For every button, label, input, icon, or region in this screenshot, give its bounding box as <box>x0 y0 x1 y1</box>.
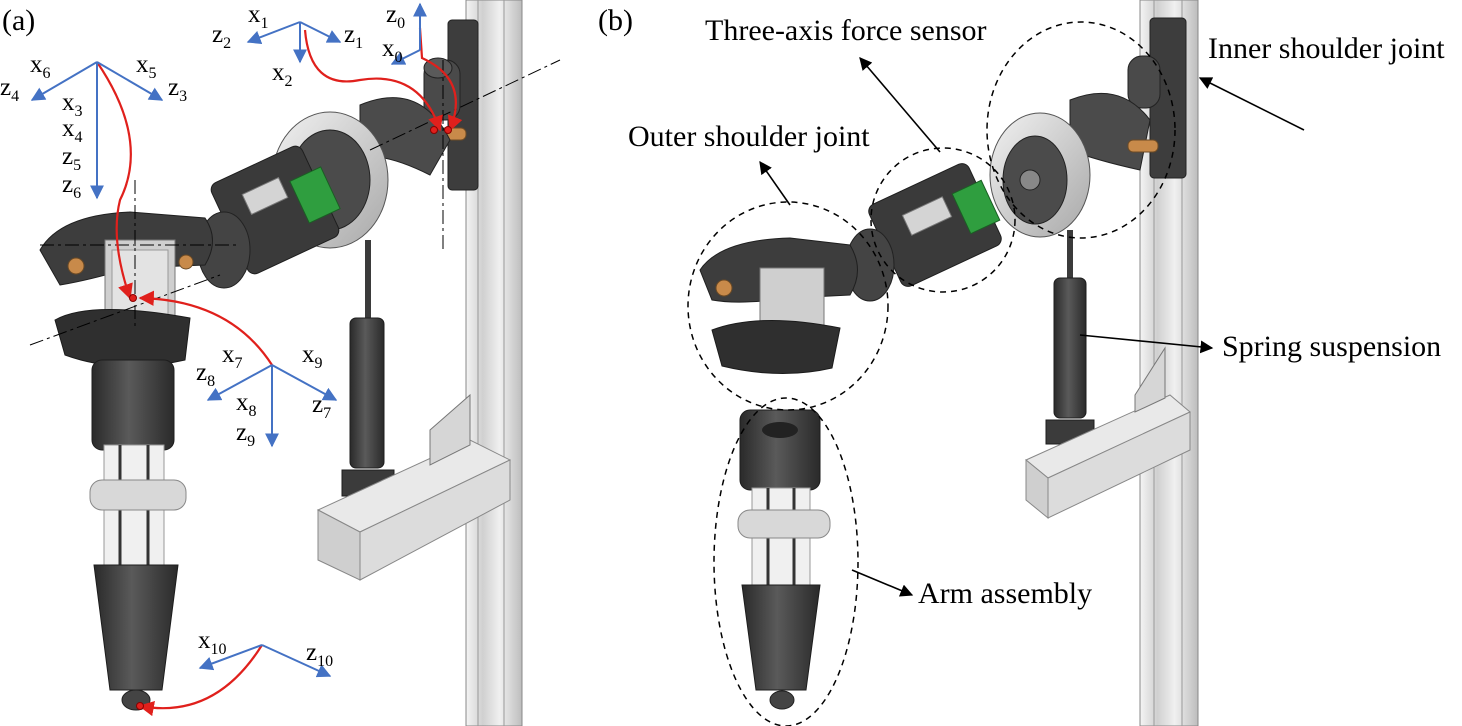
axis-label-z3: z3 <box>168 74 187 105</box>
panel-a-label: (a) <box>2 4 35 37</box>
axis-label-x6: x6 <box>30 51 51 82</box>
label-outer-shoulder-joint: Outer shoulder joint <box>628 120 870 153</box>
axis-label-x10: x10 <box>198 627 227 658</box>
label-inner-shoulder-joint: Inner shoulder joint <box>1208 32 1445 65</box>
axis-label-x2: x2 <box>272 59 293 90</box>
outer-shoulder-region <box>687 201 889 411</box>
label-spring-suspension: Spring suspension <box>1222 330 1441 363</box>
arm-assembly-a <box>89 359 187 711</box>
axis-label-x7: x7 <box>222 341 243 372</box>
inner-shoulder-region <box>986 21 1176 239</box>
joint-axis-lines-a <box>29 59 561 346</box>
horizontal-rail-a <box>316 393 512 581</box>
force-sensor-region <box>870 147 1016 293</box>
axis-label-x3: x3 <box>62 89 83 120</box>
axis-label-z6: z6 <box>62 171 81 202</box>
force-sensor-b <box>845 163 1002 302</box>
frame-top-right <box>390 2 427 65</box>
horizontal-rail-b <box>1025 346 1191 520</box>
callout-arrows <box>759 57 1305 597</box>
joint-origin-dots-a <box>129 126 452 710</box>
axis-label-z2: z2 <box>212 21 231 52</box>
axis-label-z4: z4 <box>0 74 19 105</box>
axis-label-x9: x9 <box>302 341 323 372</box>
axis-label-x0: x0 <box>382 35 403 66</box>
axis-label-z7: z7 <box>312 391 331 422</box>
axis-label-x5: x5 <box>136 51 157 82</box>
outer-shoulder-joint-b <box>699 237 858 375</box>
inner-shoulder-joint-b <box>989 17 1187 238</box>
axis-label-z0: z0 <box>386 1 405 32</box>
outer-shoulder-joint-a <box>39 211 213 367</box>
frame-top-left <box>30 61 164 200</box>
frame-top-mid <box>246 21 342 64</box>
axis-label-z9: z9 <box>236 419 255 450</box>
axis-label-z8: z8 <box>196 359 215 390</box>
axis-label-x8: x8 <box>236 389 257 420</box>
callout-regions <box>687 21 1176 726</box>
axis-label-x1: x1 <box>248 1 269 32</box>
frame-bottom <box>198 644 332 678</box>
label-arm-assembly: Arm assembly <box>918 577 1092 610</box>
force-sensor-a <box>197 145 341 289</box>
axis-label-z10: z10 <box>306 639 333 670</box>
panel-b: (b) <box>598 0 1445 726</box>
frame-mid <box>206 364 338 448</box>
label-three-axis-force-sensor: Three-axis force sensor <box>705 14 987 47</box>
spring-suspension-a <box>341 240 395 497</box>
panel-b-label: (b) <box>598 4 633 37</box>
spring-suspension-b <box>1045 230 1095 445</box>
panel-a: (a) <box>0 0 561 726</box>
frame-link-curves-a <box>96 27 463 717</box>
arm-assembly-b <box>737 409 831 710</box>
axis-label-x4: x4 <box>62 115 83 146</box>
arm-assembly-region <box>713 397 859 726</box>
axis-label-z5: z5 <box>62 143 81 174</box>
axis-label-z1: z1 <box>344 21 363 52</box>
